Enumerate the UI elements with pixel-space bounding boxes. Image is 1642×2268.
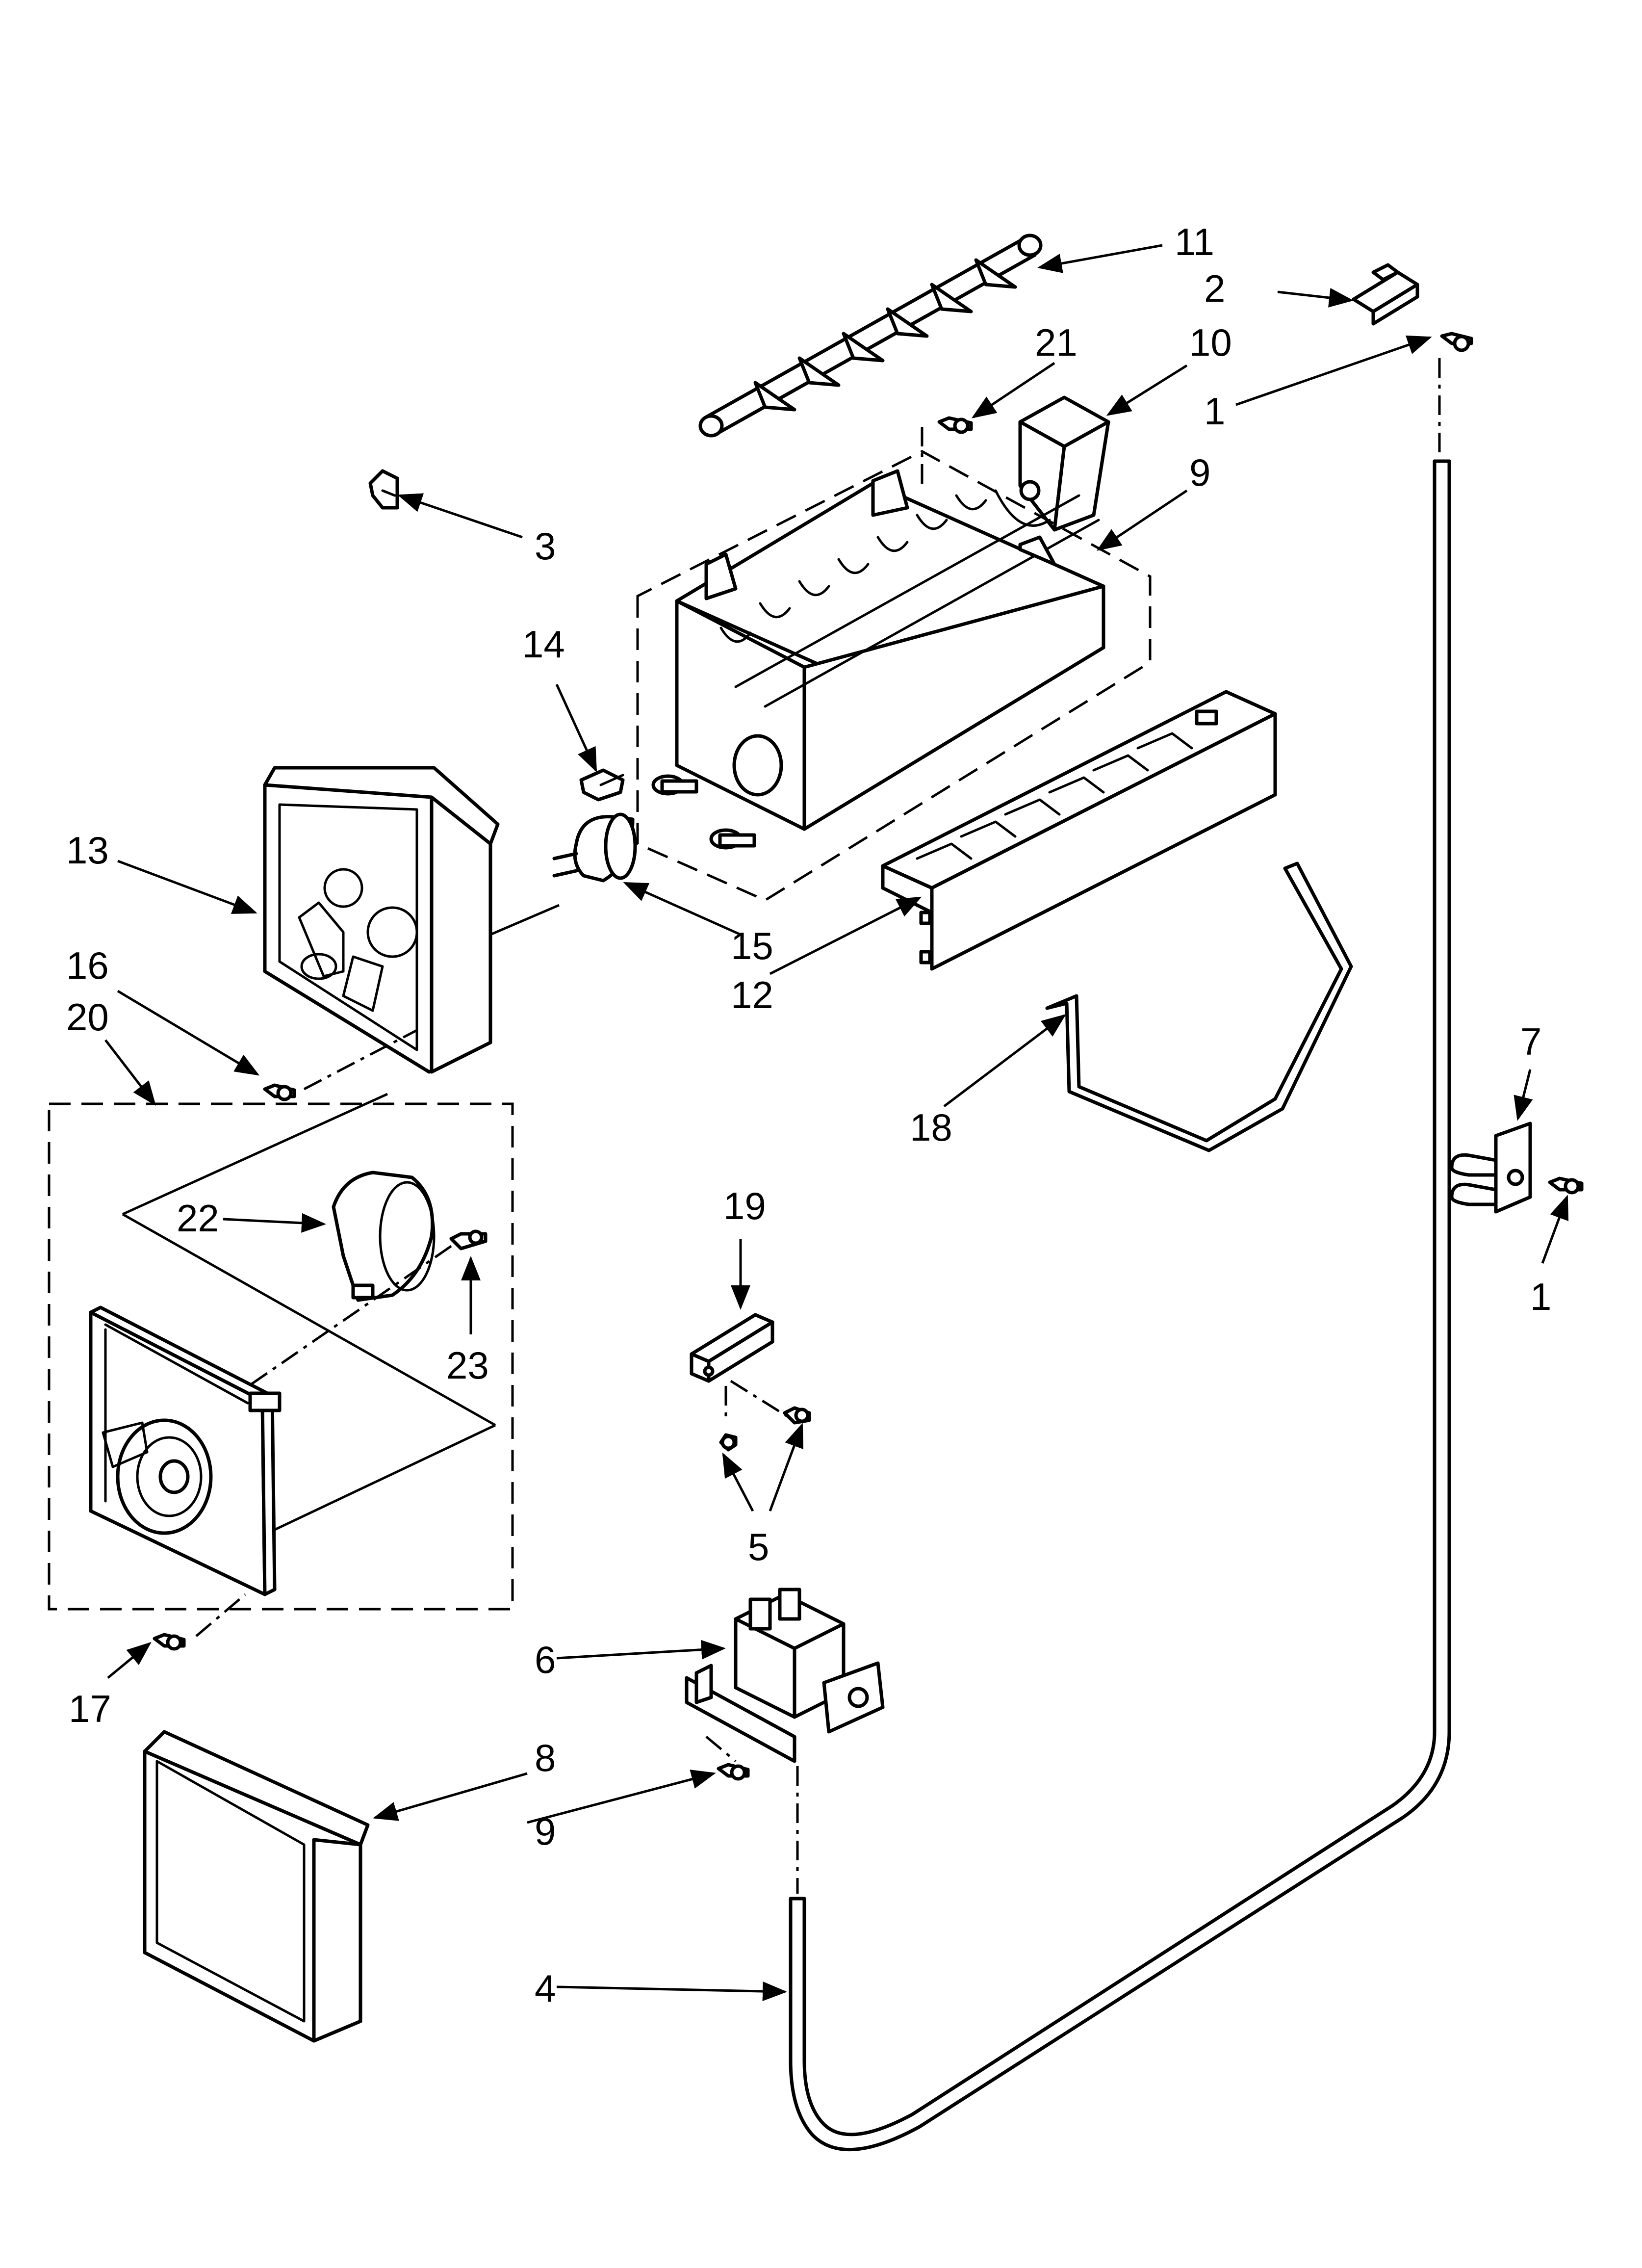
tube-clamp-part <box>1450 1121 1532 1214</box>
callout-17: 16 <box>66 944 109 987</box>
motor-housing-part <box>332 1171 436 1302</box>
screw-24-part <box>449 1229 487 1251</box>
control-module-part <box>89 1305 282 1596</box>
callout-10: 9 <box>1189 451 1210 494</box>
callout-20: 19 <box>723 1184 766 1227</box>
callout-18: 17 <box>69 1687 111 1730</box>
callout-5: 5 <box>748 1525 769 1568</box>
wire-bracket-part <box>690 1313 774 1383</box>
screw-22-part <box>937 416 973 434</box>
motor-part <box>552 812 637 883</box>
callout-9: 9 <box>535 1810 556 1853</box>
ejector-blade-part <box>698 234 1043 438</box>
callout-14: 13 <box>66 829 109 872</box>
front-cover-part <box>143 1730 370 2043</box>
water-valve-part <box>685 1588 885 1763</box>
callout-22: 21 <box>1035 321 1078 364</box>
screw-part <box>1440 332 1473 352</box>
screw-17-part <box>263 1083 296 1101</box>
callout-24: 23 <box>446 1344 489 1387</box>
thermostat-part <box>579 768 625 802</box>
screw-18-part <box>153 1633 186 1651</box>
callout-23: 22 <box>177 1197 219 1240</box>
callout-13: 12 <box>731 973 773 1017</box>
callout-11: 10 <box>1189 321 1232 364</box>
screw-9-part <box>717 1763 750 1781</box>
callout-16: 15 <box>731 924 773 967</box>
callout-15: 14 <box>522 623 565 666</box>
callout-6: 6 <box>535 1638 556 1681</box>
callout-2: 2 <box>1204 267 1225 310</box>
callout-4: 4 <box>535 1967 556 2010</box>
callout-1-top: 1 <box>1204 390 1225 433</box>
callout-7: 7 <box>1520 1020 1541 1063</box>
stripper-part <box>881 690 1277 971</box>
callout-12: 11 <box>1175 220 1214 263</box>
screw-5-part <box>719 1406 811 1452</box>
shut-off-cover-part <box>1018 395 1110 532</box>
clip-part <box>368 469 399 510</box>
fill-tube-bracket-part <box>1352 263 1419 326</box>
ice-mold-part <box>651 469 1105 850</box>
control-housing-part <box>263 766 560 1074</box>
callout-21: 20 <box>66 995 109 1039</box>
screw-7-part <box>1548 1176 1584 1195</box>
callout-3: 3 <box>535 524 556 568</box>
callout-19: 18 <box>910 1106 952 1149</box>
shut-off-arm-part <box>1045 861 1353 1152</box>
callout-1-bottom: 1 <box>1530 1275 1551 1318</box>
water-fill-tube-part <box>789 459 1451 2152</box>
callout-8: 8 <box>535 1736 556 1779</box>
